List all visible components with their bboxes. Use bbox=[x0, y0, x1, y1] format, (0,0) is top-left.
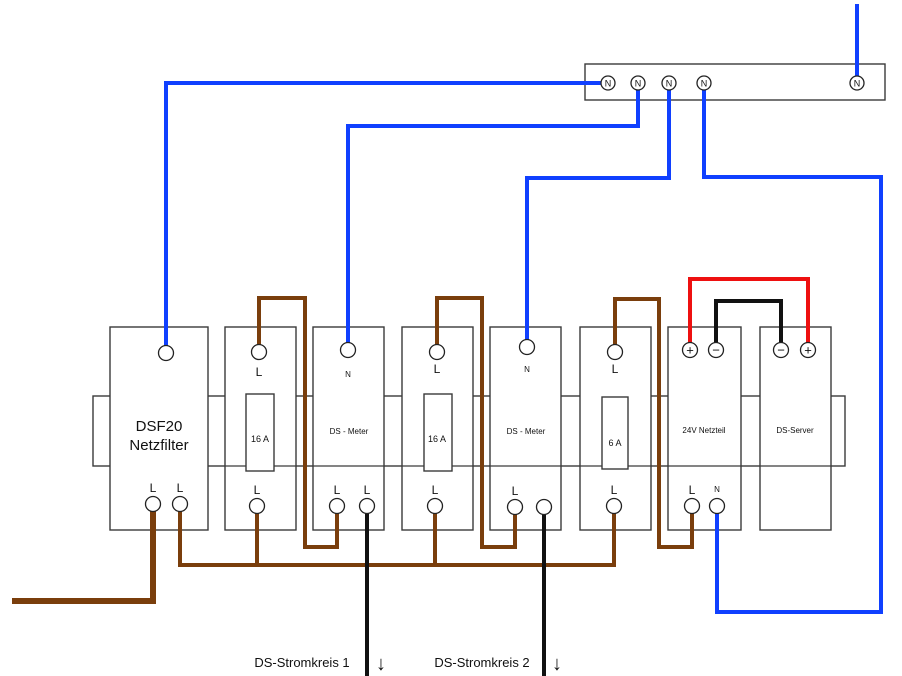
psu-n-label: N bbox=[714, 485, 720, 494]
svg-text:N: N bbox=[666, 79, 673, 89]
filter-l-in-terminal bbox=[144, 495, 162, 513]
fuse2-window bbox=[423, 393, 453, 472]
fuse2-in-terminal bbox=[428, 343, 446, 361]
filter-module bbox=[109, 326, 209, 531]
fuse3-rating: 6 A bbox=[608, 438, 621, 448]
neutral-bar-terminal: N bbox=[630, 75, 646, 91]
fuse1-bottom-label: L bbox=[254, 483, 261, 497]
circuit2-label: DS-Stromkreis 2 bbox=[434, 655, 529, 670]
neutral-bar bbox=[584, 63, 886, 101]
server-plus-terminal: + bbox=[799, 341, 817, 359]
meter1-n-terminal bbox=[339, 341, 357, 359]
psu-minus-terminal: − bbox=[707, 341, 725, 359]
svg-text:−: − bbox=[712, 343, 720, 358]
meter2-module bbox=[489, 326, 562, 531]
svg-text:N: N bbox=[635, 79, 642, 89]
filter-l2-label: L bbox=[177, 481, 184, 495]
fuse3-out-terminal bbox=[605, 497, 623, 515]
neutral-bar-terminal: N bbox=[696, 75, 712, 91]
filter-n-terminal bbox=[157, 344, 175, 362]
server-module bbox=[759, 326, 832, 531]
fuse3-bottom-label: L bbox=[611, 483, 618, 497]
svg-text:+: + bbox=[686, 343, 694, 358]
fuse1-meter1-bridge bbox=[257, 296, 339, 549]
fuse2-bottom-label: L bbox=[432, 483, 439, 497]
fuse3-in-terminal bbox=[606, 343, 624, 361]
neutral-wire-psu bbox=[702, 83, 883, 614]
server-name: DS-Server bbox=[776, 426, 814, 435]
fuse1-out-terminal bbox=[248, 497, 266, 515]
meter1-l2-label: L bbox=[364, 483, 371, 497]
phase-supply-wire bbox=[12, 504, 156, 604]
meter1-l-out-terminal bbox=[358, 497, 376, 515]
meter1-l-in-terminal bbox=[328, 497, 346, 515]
fuse1-rating: 16 A bbox=[251, 434, 269, 444]
fuse1-top-label: L bbox=[256, 365, 263, 379]
filter-name-line2: Netzfilter bbox=[129, 437, 188, 454]
psu-l-label: L bbox=[689, 483, 696, 497]
neutral-bar-terminal: N bbox=[849, 75, 865, 91]
neutral-wire-meter1 bbox=[346, 83, 640, 350]
filter-l-out-terminal bbox=[171, 495, 189, 513]
phase-bus-wire bbox=[178, 504, 616, 567]
meter1-l1-label: L bbox=[334, 483, 341, 497]
filter-l1-label: L bbox=[150, 481, 157, 495]
circuit1-label: DS-Stromkreis 1 bbox=[254, 655, 349, 670]
dc-positive-wire bbox=[688, 277, 810, 350]
circuit2-arrow-icon: ↓ bbox=[552, 653, 562, 675]
svg-text:N: N bbox=[701, 79, 708, 89]
meter1-name: DS - Meter bbox=[330, 427, 369, 436]
svg-text:N: N bbox=[605, 79, 612, 89]
fuse3-top-label: L bbox=[612, 362, 619, 376]
fuse3-window bbox=[601, 396, 629, 470]
svg-text:−: − bbox=[777, 343, 785, 358]
fuse1-window bbox=[245, 393, 275, 472]
meter2-name: DS - Meter bbox=[507, 427, 546, 436]
meter2-l-out-terminal bbox=[535, 498, 553, 516]
filter-name-line1: DSF20 bbox=[136, 418, 183, 435]
psu-plus-terminal: + bbox=[681, 341, 699, 359]
psu-n-terminal bbox=[708, 497, 726, 515]
meter2-l1-label: L bbox=[512, 484, 519, 498]
meter2-l-in-terminal bbox=[506, 498, 524, 516]
neutral-bar-terminal: N bbox=[600, 75, 616, 91]
psu-l-terminal bbox=[683, 497, 701, 515]
circuit1-arrow-icon: ↓ bbox=[376, 653, 386, 675]
neutral-bar-terminal: N bbox=[661, 75, 677, 91]
neutral-wire-filter bbox=[164, 81, 608, 353]
server-minus-terminal: − bbox=[772, 341, 790, 359]
neutral-wire-meter2 bbox=[525, 83, 671, 347]
svg-text:+: + bbox=[804, 343, 812, 358]
meter1-module bbox=[312, 326, 385, 531]
fuse2-meter2-bridge bbox=[435, 296, 517, 549]
meter2-n-terminal bbox=[518, 338, 536, 356]
fuse2-top-label: L bbox=[434, 362, 441, 376]
fuse1-in-terminal bbox=[250, 343, 268, 361]
fuse2-rating: 16 A bbox=[428, 434, 446, 444]
dc-negative-wire bbox=[714, 299, 783, 350]
meter2-n-label: N bbox=[524, 365, 530, 374]
svg-text:N: N bbox=[854, 79, 861, 89]
meter1-n-label: N bbox=[345, 370, 351, 379]
fuse2-out-terminal bbox=[426, 497, 444, 515]
psu-name: 24V Netzteil bbox=[682, 426, 725, 435]
psu-module bbox=[667, 326, 742, 531]
